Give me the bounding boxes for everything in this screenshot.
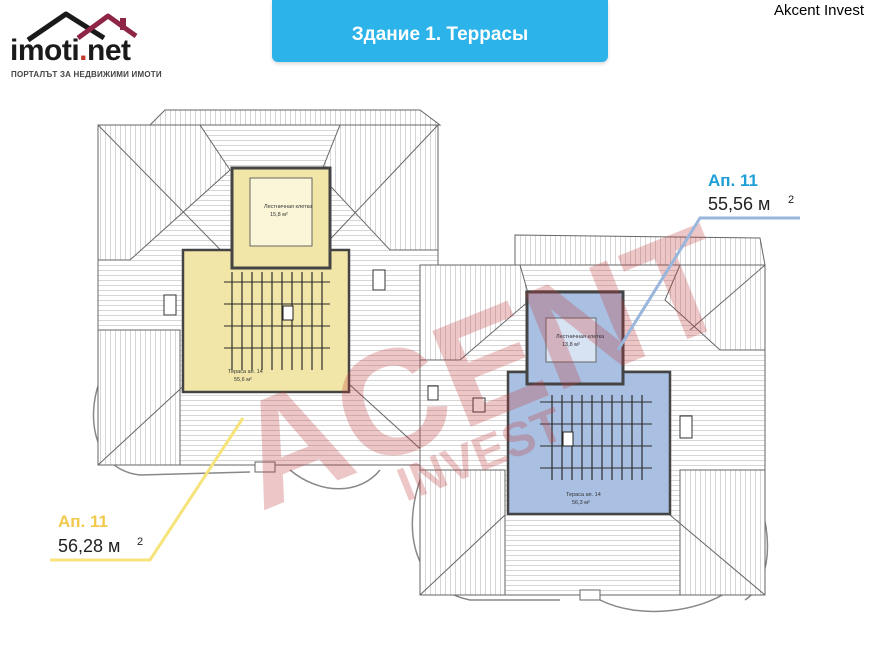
logo-tagline: ПОРТАЛЪТ ЗА НЕДВИЖИМИ ИМОТИ (11, 70, 162, 79)
title-banner (272, 0, 608, 62)
left-leader-line (50, 417, 245, 562)
left-terrace (181, 166, 351, 394)
svg-text:Тераса ап. 14: Тераса ап. 14 (566, 492, 601, 498)
right-callout: Ап. 11 55,56 м 2 (708, 171, 794, 214)
house-roof-icon (26, 11, 138, 43)
svg-text:15,8 м²: 15,8 м² (270, 212, 288, 218)
left-area-unit-sup: 2 (137, 536, 143, 548)
right-building (411, 234, 769, 613)
svg-text:Тераса ап. 14: Тераса ап. 14 (228, 369, 263, 375)
left-callout: Ап. 11 56,28 м 2 (58, 512, 143, 556)
svg-text:13,8 м²: 13,8 м² (562, 342, 580, 348)
right-leader-line (616, 216, 800, 351)
svg-text:56,3 м²: 56,3 м² (572, 500, 590, 506)
right-terrace (506, 290, 672, 516)
page-title: Здание 1. Террасы (351, 24, 529, 45)
logo-wordmark: imoti.net (10, 34, 131, 67)
svg-text:55,6 м²: 55,6 м² (234, 377, 252, 383)
right-apartment-label: Ап. 11 (708, 171, 758, 190)
left-apartment-label: Ап. 11 (58, 512, 108, 531)
svg-text:Лестничная клетка: Лестничная клетка (556, 334, 605, 340)
right-apartment-area: 55,56 м (708, 194, 770, 214)
site-logo[interactable] (8, 8, 178, 86)
left-apartment-area: 56,28 м (58, 536, 120, 556)
right-area-unit-sup: 2 (788, 194, 794, 206)
room-labels: Лестничная клетка 15,8 м² Тераса ап. 14 … (228, 204, 605, 506)
corner-watermark: Akcent Invest (773, 2, 864, 19)
svg-text:Лестничная клетка: Лестничная клетка (264, 204, 313, 210)
